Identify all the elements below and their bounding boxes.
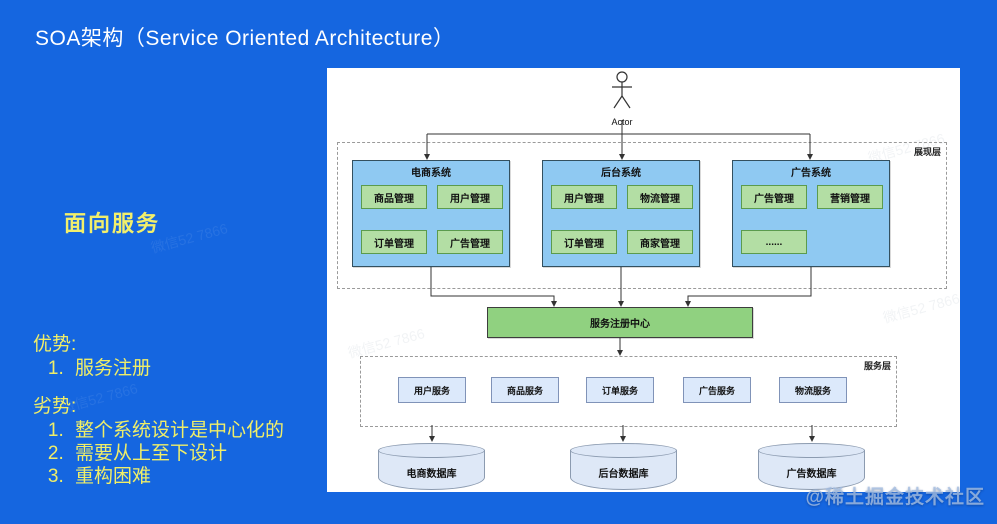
module: 商家管理 xyxy=(627,230,693,254)
service-user: 用户服务 xyxy=(398,377,466,403)
module: 用户管理 xyxy=(551,185,617,209)
watermark-stamp: 微信52 7866 xyxy=(881,290,962,326)
database-cylinder-top xyxy=(758,443,865,458)
module: 营销管理 xyxy=(817,185,883,209)
service-order: 订单服务 xyxy=(586,377,654,403)
service-logistics: 物流服务 xyxy=(779,377,847,403)
system-title: 后台系统 xyxy=(601,168,641,179)
system-advertising: 广告系统 广告管理 营销管理 ...... xyxy=(732,160,890,267)
system-backend: 后台系统 用户管理 物流管理 订单管理 商家管理 xyxy=(542,160,700,267)
database-label: 电商数据库 xyxy=(406,469,457,480)
system-title: 电商系统 xyxy=(411,168,451,179)
community-watermark: @稀土掘金技术社区 xyxy=(805,487,985,508)
database-ecommerce: 电商数据库 xyxy=(378,443,485,490)
service-registry: 服务注册中心 xyxy=(487,307,753,338)
diagram-panel: 微信52 7866 微信52 7866 微信52 7866 展现层 服务层 xyxy=(327,68,962,492)
pros-block: 优势: 服务注册 xyxy=(33,333,151,380)
module: 广告管理 xyxy=(741,185,807,209)
list-item: 整个系统设计是中心化的 xyxy=(69,419,284,442)
service-layer-label: 服务层 xyxy=(863,361,891,371)
module: 用户管理 xyxy=(437,185,503,209)
database-label: 后台数据库 xyxy=(598,469,649,480)
watermark-stamp: 微信52 7866 xyxy=(149,220,230,256)
page-title: SOA架构（Service Oriented Architecture） xyxy=(35,27,455,50)
database-ad: 广告数据库 xyxy=(758,443,865,490)
presentation-layer-box: 展现层 xyxy=(337,142,947,289)
system-ecommerce: 电商系统 商品管理 用户管理 订单管理 广告管理 xyxy=(352,160,510,267)
module: 订单管理 xyxy=(361,230,427,254)
service-layer-box: 服务层 xyxy=(360,356,897,427)
cons-block: 劣势: 整个系统设计是中心化的 需要从上至下设计 重构困难 xyxy=(33,395,284,488)
module: 广告管理 xyxy=(437,230,503,254)
actor: Actor xyxy=(602,71,642,127)
module: ...... xyxy=(741,230,807,254)
actor-icon xyxy=(612,71,632,109)
database-cylinder-top xyxy=(570,443,677,458)
cons-list: 整个系统设计是中心化的 需要从上至下设计 重构困难 xyxy=(33,419,284,488)
actor-label: Actor xyxy=(611,117,633,127)
service-ad: 广告服务 xyxy=(683,377,751,403)
pros-title: 优势: xyxy=(33,334,77,355)
database-label: 广告数据库 xyxy=(786,469,837,480)
presentation-layer-label: 展现层 xyxy=(913,147,941,157)
list-item: 服务注册 xyxy=(69,357,151,380)
database-cylinder xyxy=(570,450,677,490)
module: 物流管理 xyxy=(627,185,693,209)
database-cylinder-top xyxy=(378,443,485,458)
list-item: 需要从上至下设计 xyxy=(69,442,284,465)
headline-service-oriented: 面向服务 xyxy=(64,211,161,236)
database-backend: 后台数据库 xyxy=(570,443,677,490)
module: 订单管理 xyxy=(551,230,617,254)
pros-list: 服务注册 xyxy=(33,357,151,380)
system-title: 广告系统 xyxy=(791,168,831,179)
cons-title: 劣势: xyxy=(33,396,77,417)
module: 商品管理 xyxy=(361,185,427,209)
service-product: 商品服务 xyxy=(491,377,559,403)
list-item: 重构困难 xyxy=(69,465,284,488)
